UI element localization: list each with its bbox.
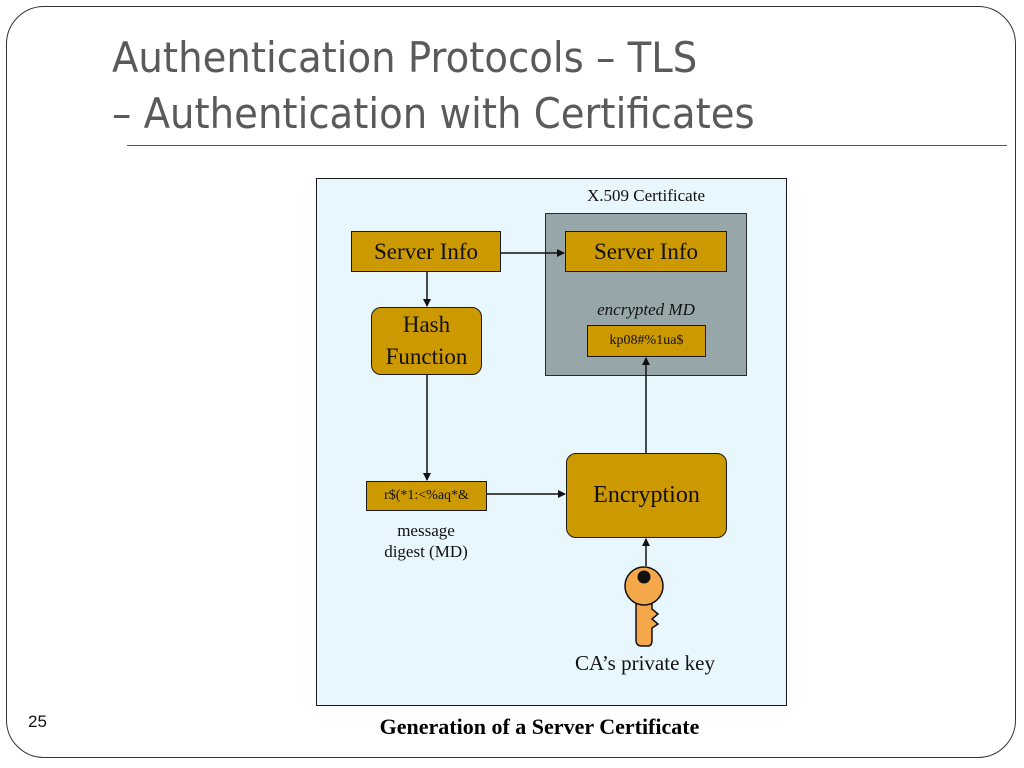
message-digest-label: message digest (MD)	[356, 520, 496, 562]
message-digest-box: r$(*1:<%aq*&	[366, 481, 487, 511]
encrypted-md-value-box: kp08#%1ua$	[587, 325, 706, 357]
slide-title-line-2: – Authentication with Certificates	[112, 89, 755, 138]
hash-function-box: Hash Function	[371, 307, 482, 375]
slide-number: 25	[28, 712, 47, 731]
encrypted-md-label: encrypted MD	[597, 300, 695, 319]
hash-function-line-1: Hash	[402, 312, 451, 337]
slide-title: Authentication Protocols – TLS – Authent…	[112, 30, 755, 142]
message-digest-label-line-1: message	[397, 521, 455, 540]
server-info-box: Server Info	[351, 231, 501, 272]
title-underline	[127, 145, 1007, 146]
encryption-box: Encryption	[566, 453, 727, 538]
hash-function-line-2: Function	[385, 344, 468, 369]
certificate-label: X.509 Certificate	[586, 186, 705, 205]
message-digest-label-line-2: digest (MD)	[384, 542, 468, 561]
figure-caption: Generation of a Server Certificate	[379, 714, 700, 739]
slide-title-line-1: Authentication Protocols – TLS	[112, 33, 698, 82]
private-key-label: CA’s private key	[575, 651, 715, 675]
certificate-server-info-box: Server Info	[565, 231, 727, 272]
